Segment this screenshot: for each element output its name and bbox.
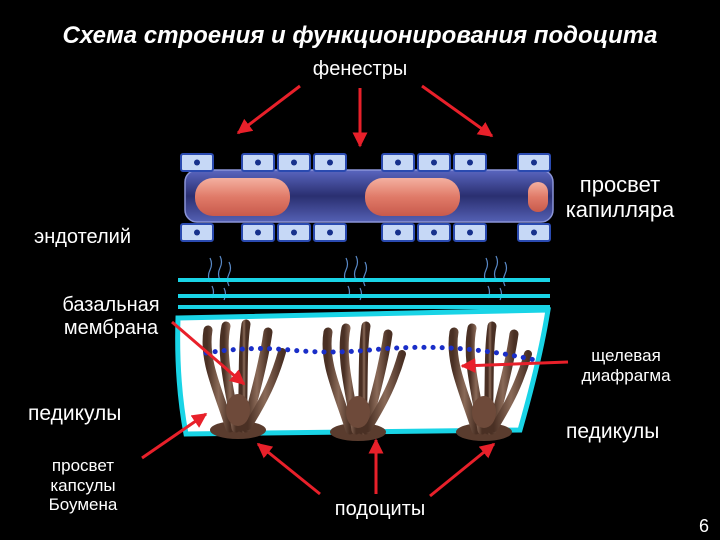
slit-diaphragm <box>203 344 538 363</box>
cell-nucleus <box>255 159 261 166</box>
cell-nucleus <box>291 159 297 166</box>
bowman-capsule-lumen-label: просвет капсулы Боумена <box>48 456 118 515</box>
cell-nucleus <box>255 229 261 236</box>
podocyte-middle <box>322 321 406 441</box>
cell-nucleus <box>291 229 297 236</box>
cell-nucleus <box>327 159 333 166</box>
cell-nucleus <box>531 159 537 166</box>
capillary-lumen <box>184 169 554 223</box>
page-title: Схема строения и функционирования подоци… <box>62 22 658 49</box>
podocytes-label: подоциты <box>334 498 426 520</box>
cell-nucleus <box>194 229 200 236</box>
erythrocyte <box>195 178 290 216</box>
cell-nucleus <box>531 229 537 236</box>
cell-nucleus <box>395 159 401 166</box>
cell-nucleus <box>467 229 473 236</box>
pedicles-right-label: педикулы <box>566 420 660 443</box>
erythrocyte <box>528 182 548 212</box>
cell-nucleus <box>431 159 437 166</box>
capillary-lumen-label: просвет капилляра <box>565 172 675 223</box>
basal-membrane <box>178 278 550 309</box>
slit-diaphragm-label: щелевая диафрагма <box>581 346 671 385</box>
basal-membrane-label: базальная мембрана <box>62 294 160 339</box>
pedicles-left-label: педикулы <box>28 402 122 425</box>
endothelium-label: эндотелий <box>34 226 132 248</box>
cell-nucleus <box>327 229 333 236</box>
annotation-arrows <box>141 84 569 498</box>
slide-number: 6 <box>699 516 710 536</box>
podocytes <box>202 319 532 441</box>
cell-nucleus <box>431 229 437 236</box>
cell-nucleus <box>194 159 200 166</box>
fenestrae-label: фенестры <box>312 58 408 80</box>
cell-nucleus <box>395 229 401 236</box>
endothelium-cells <box>180 153 551 242</box>
cell-nucleus <box>467 159 473 166</box>
erythrocyte <box>365 178 460 216</box>
